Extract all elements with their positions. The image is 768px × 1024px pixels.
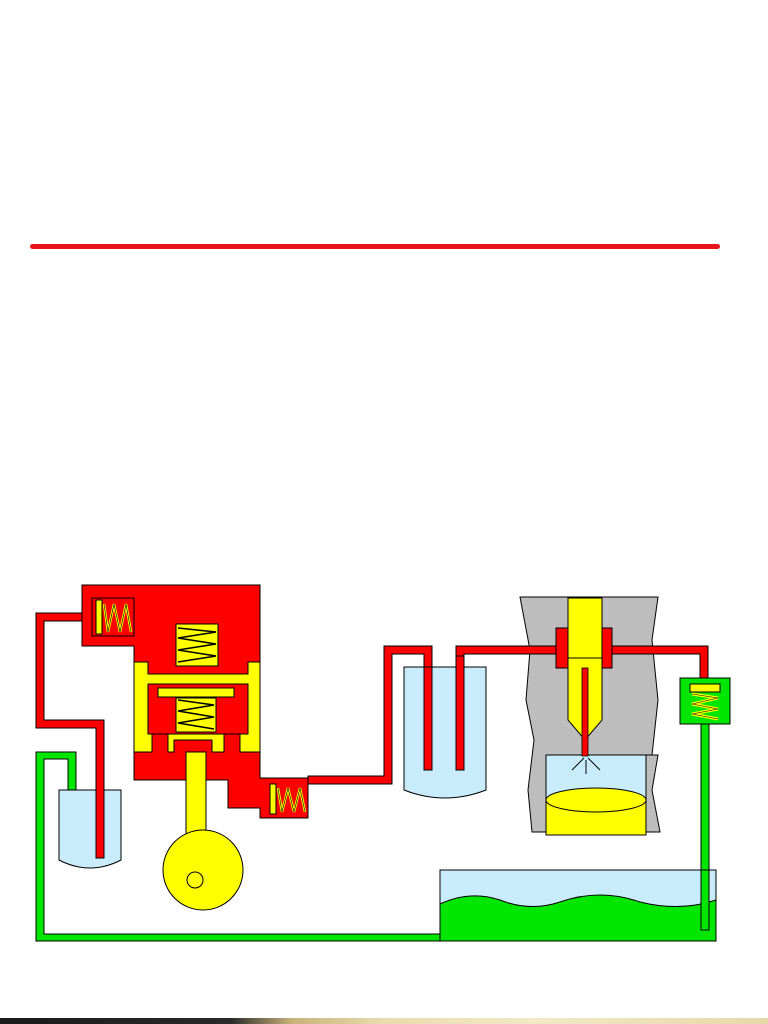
fuel-injection-system-diagram [35,584,731,942]
middle-fuel-tank [403,666,487,799]
relief-valve-spring-icon [679,677,731,725]
pump-upper-spring [175,623,219,667]
plunger-plate [157,687,235,698]
cam-shaft [186,871,204,889]
title-divider [30,244,720,249]
feed-line-left [35,612,105,859]
fuel-spray [571,757,601,774]
main-tank-fuel [439,894,717,942]
outlet-valve-spring-icon [269,783,307,815]
bottom-strip [0,1018,768,1024]
left-fuel-tank [58,789,122,869]
pump-lower-spring [175,697,217,733]
plunger-rod [185,751,207,837]
cam-icon [162,829,244,911]
injector-needle-top [567,597,603,659]
tank-outlet-tube [455,655,465,771]
injector-nozzle [581,667,589,757]
inlet-valve-spring-icon [91,597,135,637]
